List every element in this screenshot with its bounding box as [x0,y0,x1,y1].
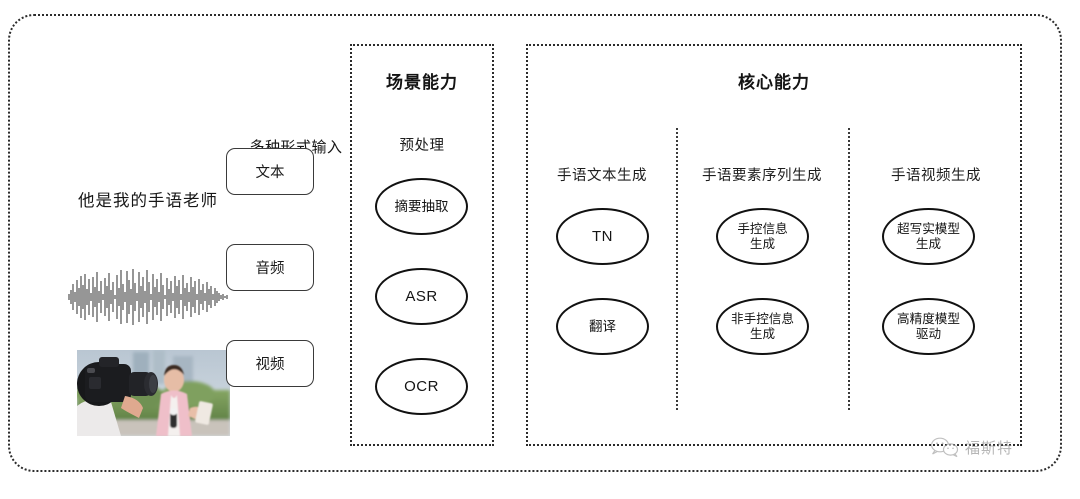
input-section: 多种形式输入 他是我的手语老师 [22,30,342,442]
core-node-label-1-0-line2: 生成 [749,236,776,251]
scene-group-title: 预处理 [399,138,445,154]
core-node-label-1-1-line1: 非手控信息 [731,311,794,326]
core-node-label-2-1-line1: 高精度模型 [897,311,960,326]
video-thumbnail [77,350,230,436]
core-node-manual-signal-generation[interactable]: 手控信息 生成 [716,208,809,265]
watermark-text: 福斯特 [965,439,1014,457]
scene-node-label-1: ASR [405,287,438,305]
core-node-label-2-1-line2: 驱动 [915,326,942,341]
scene-node-summary-extraction[interactable]: 摘要抽取 [375,178,468,235]
scene-panel-title: 场景能力 [386,73,458,92]
watermark: 福斯特 [930,432,1054,462]
modality-label-video: 视频 [255,357,285,373]
modality-label-text: 文本 [255,165,285,181]
core-node-label-2-0-line2: 生成 [915,236,942,251]
core-node-label-1-1-line2: 生成 [749,326,776,341]
core-panel-title: 核心能力 [738,73,810,92]
core-node-label-0-1: 翻译 [589,318,616,334]
core-capability-panel: 核心能力 手语文本生成 TN 翻译 手语要素序列生成 手控信息 生成 非手控信息… [526,44,1022,446]
core-node-high-precision-model-driving[interactable]: 高精度模型 驱动 [882,298,975,355]
scene-capability-panel: 场景能力 预处理 摘要抽取 ASR OCR [350,44,494,446]
core-node-label-0-0: TN [592,227,613,245]
core-node-translation[interactable]: 翻译 [556,298,649,355]
core-node-tn[interactable]: TN [556,208,649,265]
core-column-divider-2 [848,128,850,410]
core-node-photorealistic-model-generation[interactable]: 超写实模型 生成 [882,208,975,265]
core-node-non-manual-signal-generation[interactable]: 非手控信息 生成 [716,298,809,355]
core-node-label-1-0-line1: 手控信息 [737,221,788,236]
audio-waveform-icon [68,269,228,325]
sample-sentence-text: 他是我的手语老师 [78,192,218,210]
scene-node-asr[interactable]: ASR [375,268,468,325]
core-column-title-0: 手语文本生成 [557,168,647,184]
modality-label-audio: 音频 [255,261,285,277]
scene-node-ocr[interactable]: OCR [375,358,468,415]
wechat-bubbles-icon [931,437,959,458]
scene-node-label-0: 摘要抽取 [394,198,449,214]
core-node-label-2-0-line1: 超写实模型 [897,221,960,236]
scene-node-label-2: OCR [404,377,439,395]
modality-box-video[interactable]: 视频 [226,340,314,387]
core-column-title-2: 手语视频生成 [891,168,981,184]
modality-box-audio[interactable]: 音频 [226,244,314,291]
outer-dotted-frame [8,14,1062,472]
core-column-divider-1 [676,128,678,410]
modality-box-text[interactable]: 文本 [226,148,314,195]
core-column-title-1: 手语要素序列生成 [702,168,822,184]
